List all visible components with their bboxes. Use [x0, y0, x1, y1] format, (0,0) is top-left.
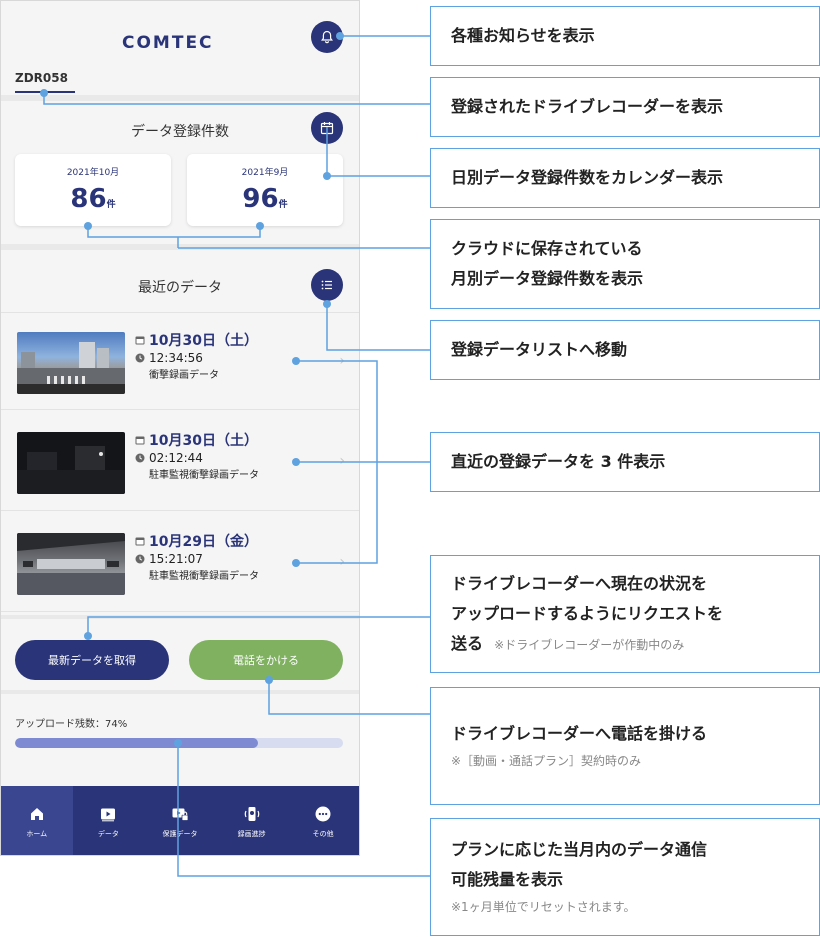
- chevron-right-icon: ›: [339, 554, 345, 570]
- annotation-data-list: 登録データリストへ移動: [430, 320, 820, 380]
- calendar-icon: [135, 436, 145, 445]
- bell-icon: [321, 30, 333, 44]
- annotation-call: ドライブレコーダーへ電話を掛ける ※［動画・通話プラン］契約時のみ: [430, 687, 820, 805]
- list-icon: [321, 280, 332, 290]
- recent-data-row[interactable]: 10月29日（金） 15:21:07 駐車監視衝撃録画データ ›: [1, 514, 359, 612]
- divider: [1, 244, 359, 250]
- fetch-latest-data-button[interactable]: 最新データを取得: [15, 640, 169, 680]
- calendar-button[interactable]: [311, 112, 343, 144]
- nav-item-protected-data[interactable]: 保護データ: [144, 786, 216, 855]
- count-value: 86: [70, 184, 107, 214]
- video-thumbnail: [17, 533, 125, 595]
- annotation-monthly-counts: クラウドに保存されている 月別データ登録件数を表示: [430, 219, 820, 309]
- calendar-icon: [320, 122, 334, 135]
- recent-data-row[interactable]: 10月30日（土） 12:34:56 衝撃録画データ ›: [1, 312, 359, 410]
- annotation-text: 直近の登録データを 3 件表示: [451, 452, 666, 471]
- nav-label: 保護データ: [162, 829, 198, 838]
- upload-progress-bar: [15, 738, 343, 748]
- annotation-text: アップロードするようにリクエストを: [451, 603, 724, 623]
- annotation-note: ※1ヶ月単位でリセットされます。: [451, 900, 636, 914]
- protected-data-icon: [172, 808, 189, 821]
- count-month: 2021年10月: [66, 168, 120, 178]
- row-type: 駐車監視衝撃録画データ: [149, 470, 259, 481]
- phone-screen: COMTEC ZDR058 データ登録件数 2021年10月 86件 2021年…: [0, 0, 360, 856]
- annotation-text: 登録データリストへ移動: [451, 340, 628, 359]
- comtec-logo: COMTEC: [122, 33, 214, 53]
- nav-label: その他: [312, 829, 334, 838]
- annotation-text: 各種お知らせを表示: [451, 26, 595, 45]
- nav-label: データ: [97, 829, 119, 838]
- divider: [1, 615, 359, 619]
- annotation-note: ※［動画・通話プラン］契約時のみ: [451, 754, 642, 768]
- nav-item-more[interactable]: その他: [287, 786, 359, 855]
- row-time: 12:34:56: [149, 351, 203, 365]
- divider: [1, 690, 359, 694]
- annotation-text: 登録されたドライブレコーダーを表示: [451, 97, 724, 116]
- count-value: 96: [242, 184, 279, 214]
- recent-data-row[interactable]: 10月30日（土） 02:12:44 駐車監視衝撃録画データ ›: [1, 413, 359, 511]
- calendar-icon: [135, 537, 145, 546]
- annotation-text: ドライブレコーダーへ現在の状況を: [451, 573, 708, 593]
- annotation-text: 送る: [451, 633, 484, 653]
- calendar-icon: [135, 336, 145, 345]
- count-card-previous-month[interactable]: 2021年9月 96件: [187, 154, 343, 226]
- annotation-text: 月別データ登録件数を表示: [451, 269, 644, 288]
- annotation-note: ※ドライブレコーダーが作動中のみ: [494, 637, 685, 652]
- annotation-recent-data: 直近の登録データを 3 件表示: [430, 432, 820, 492]
- nav-label: ホーム: [26, 829, 48, 838]
- nav-label: 録画進捗: [237, 829, 266, 838]
- header: COMTEC: [1, 1, 359, 67]
- bottom-nav: ホーム データ 保護データ 録画進捗 その他: [1, 786, 359, 855]
- row-date: 10月29日（金）: [149, 534, 258, 550]
- row-time: 02:12:44: [149, 451, 203, 465]
- row-time: 15:21:07: [149, 552, 203, 566]
- nav-item-home[interactable]: ホーム: [1, 786, 73, 855]
- divider: [1, 95, 359, 101]
- row-date: 10月30日（土）: [149, 433, 258, 449]
- annotation-text: クラウドに保存されている: [451, 239, 643, 258]
- nav-item-record-progress[interactable]: 録画進捗: [216, 786, 288, 855]
- video-thumbnail: [17, 332, 125, 394]
- counts-title: データ登録件数: [131, 124, 229, 140]
- clock-icon: [135, 554, 145, 564]
- count-card-current-month[interactable]: 2021年10月 86件: [15, 154, 171, 226]
- annotation-text: プランに応じた当月内のデータ通信: [451, 840, 708, 859]
- annotation-calendar: 日別データ登録件数をカレンダー表示: [430, 148, 820, 208]
- call-button[interactable]: 電話をかける: [189, 640, 343, 680]
- annotation-text: 日別データ登録件数をカレンダー表示: [451, 168, 724, 187]
- annotation-text: ドライブレコーダーへ電話を掛ける: [451, 724, 708, 743]
- device-tab[interactable]: ZDR058: [15, 71, 75, 93]
- chevron-right-icon: ›: [339, 353, 345, 369]
- chevron-right-icon: ›: [339, 453, 345, 469]
- notification-button[interactable]: [311, 21, 343, 53]
- annotation-registered-device: 登録されたドライブレコーダーを表示: [430, 77, 820, 137]
- clock-icon: [135, 353, 145, 363]
- count-unit: 件: [278, 200, 288, 210]
- row-date: 10月30日（土）: [149, 333, 258, 349]
- row-type: 衝撃録画データ: [149, 370, 219, 381]
- upload-progress-fill: [15, 738, 258, 748]
- record-progress-icon: [244, 806, 259, 821]
- video-thumbnail: [17, 432, 125, 494]
- nav-item-data[interactable]: データ: [73, 786, 145, 855]
- annotation-notifications: 各種お知らせを表示: [430, 6, 820, 66]
- recent-title: 最近のデータ: [138, 280, 222, 296]
- data-list-button[interactable]: [311, 269, 343, 301]
- upload-remaining-label: アップロード残数：74%: [15, 719, 128, 730]
- annotation-text: 可能残量を表示: [451, 870, 564, 889]
- more-icon: [315, 806, 331, 821]
- home-icon: [30, 807, 43, 820]
- annotation-upload-request: ドライブレコーダーへ現在の状況を アップロードするようにリクエストを 送る ※ド…: [430, 555, 820, 673]
- clock-icon: [135, 453, 145, 463]
- annotation-data-remaining: プランに応じた当月内のデータ通信 可能残量を表示 ※1ヶ月単位でリセットされます…: [430, 818, 820, 936]
- row-type: 駐車監視衝撃録画データ: [149, 571, 259, 582]
- video-icon: [101, 808, 116, 821]
- count-month: 2021年9月: [241, 168, 289, 178]
- count-unit: 件: [106, 200, 116, 210]
